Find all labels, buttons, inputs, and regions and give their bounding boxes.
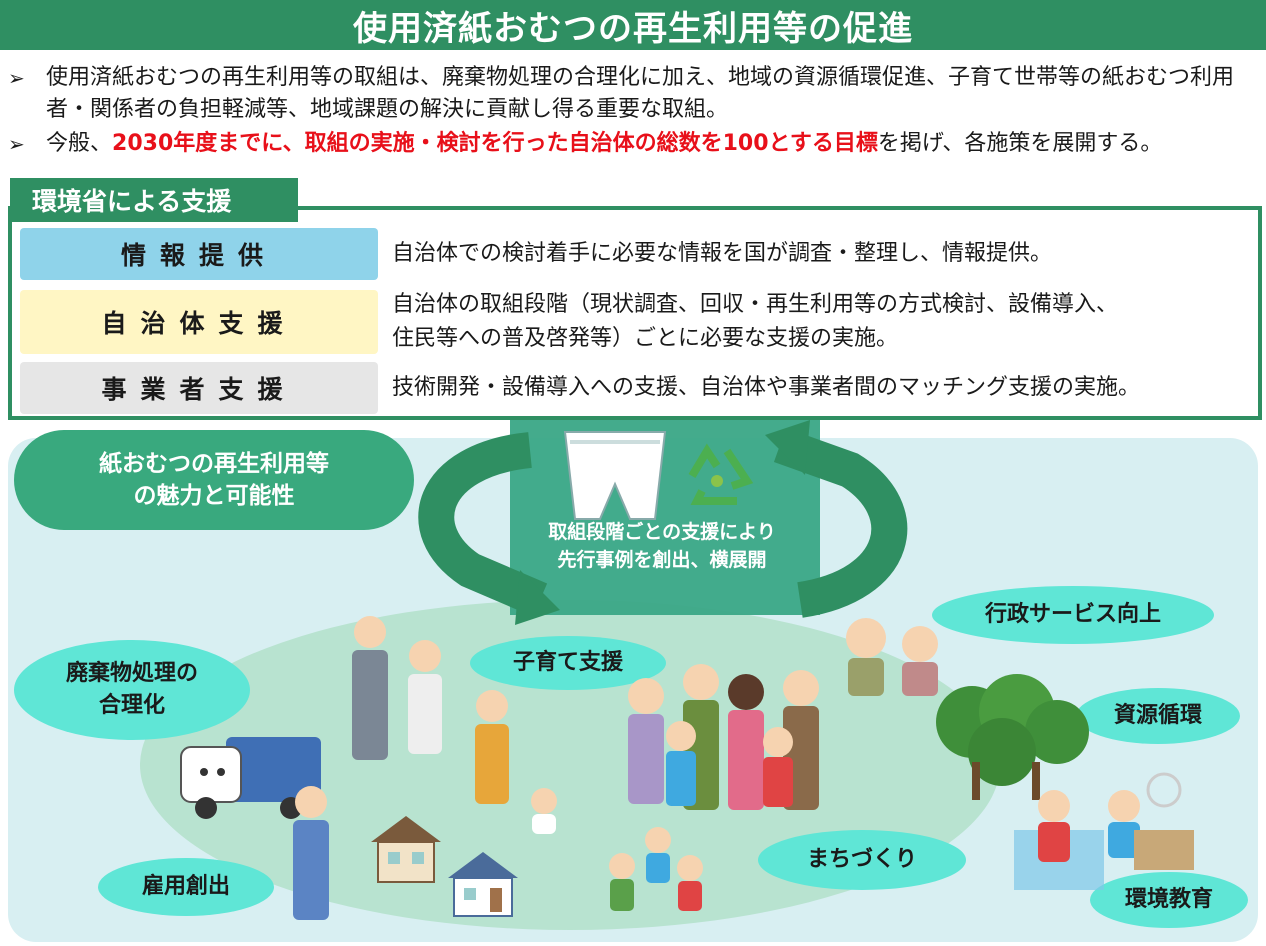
title-bar: 使用済紙おむつの再生利用等の促進 (0, 0, 1266, 50)
diaper-icon (563, 431, 667, 520)
support-row-info: 情報提供 自治体での検討着手に必要な情報を国が調査・整理し、情報提供。 (20, 228, 1260, 280)
family-icon (628, 664, 819, 810)
bubble-admin: 行政サービス向上 (932, 586, 1214, 644)
support-section-tab: 環境省による支援 (10, 178, 298, 222)
support-section: 情報提供 自治体での検討着手に必要な情報を国が調査・整理し、情報提供。 自治体支… (8, 206, 1262, 420)
beach-kids-icon (1014, 772, 1194, 890)
baby-icon (531, 788, 557, 834)
cloud-callout: 紙おむつの再生利用等 の魅力と可能性 (14, 430, 414, 530)
support-row-business: 事業者支援 技術開発・設備導入への支援、自治体や事業者間のマッチング支援の実施。 (20, 362, 1260, 414)
bubble-employment: 雇用創出 (98, 858, 274, 916)
bullet-item: ➢ 今般、2030年度までに、取組の実施・検討を行った自治体の総数を100とする… (0, 128, 1266, 160)
bubble-childcare: 子育て支援 (470, 636, 666, 690)
worker-icon (293, 786, 329, 920)
bullet-item: ➢ 使用済紙おむつの再生利用等の取組は、廃棄物処理の合理化に加え、地域の資源循環… (0, 62, 1266, 126)
bubble-education: 環境教育 (1090, 872, 1248, 928)
support-label: 自治体支援 (20, 290, 378, 354)
bubble-resource: 資源循環 (1076, 688, 1240, 744)
house-icon (371, 816, 441, 883)
bubble-town: まちづくり (758, 830, 966, 890)
support-row-municipality: 自治体支援 自治体の取組段階（現状調査、回収・再生利用等の方式検討、設備導入、 … (20, 290, 1260, 354)
support-desc: 技術開発・設備導入への支援、自治体や事業者間のマッチング支援の実施。 (392, 375, 1141, 400)
arrow-bullet-icon: ➢ (8, 132, 25, 156)
page-title: 使用済紙おむつの再生利用等の促進 (353, 8, 913, 49)
tree-icon (936, 674, 1089, 800)
support-desc: 自治体の取組段階（現状調査、回収・再生利用等の方式検討、設備導入、 住民等への普… (392, 292, 1119, 351)
house-icon (448, 852, 518, 917)
recycle-icon (688, 443, 754, 505)
bubble-waste: 廃棄物処理の 合理化 (14, 640, 250, 740)
elderly-couple-icon (846, 618, 938, 696)
support-desc: 自治体での検討着手に必要な情報を国が調査・整理し、情報提供。 (392, 241, 1053, 266)
cycle-arrows-icon (418, 420, 908, 625)
children-playing-icon (609, 827, 703, 911)
garbage-truck-icon (180, 737, 321, 819)
arrow-bullet-icon: ➢ (8, 66, 25, 90)
cycle-caption: 取組段階ごとの支援により 先行事例を創出、横展開 (548, 521, 776, 571)
support-label: 事業者支援 (20, 362, 378, 414)
people-icon (352, 616, 509, 804)
support-label: 情報提供 (20, 228, 378, 280)
intro-bullets: ➢ 使用済紙おむつの再生利用等の取組は、廃棄物処理の合理化に加え、地域の資源循環… (0, 62, 1266, 160)
target-highlight: 2030年度までに、取組の実施・検討を行った自治体の総数を100とする目標 (112, 131, 878, 156)
